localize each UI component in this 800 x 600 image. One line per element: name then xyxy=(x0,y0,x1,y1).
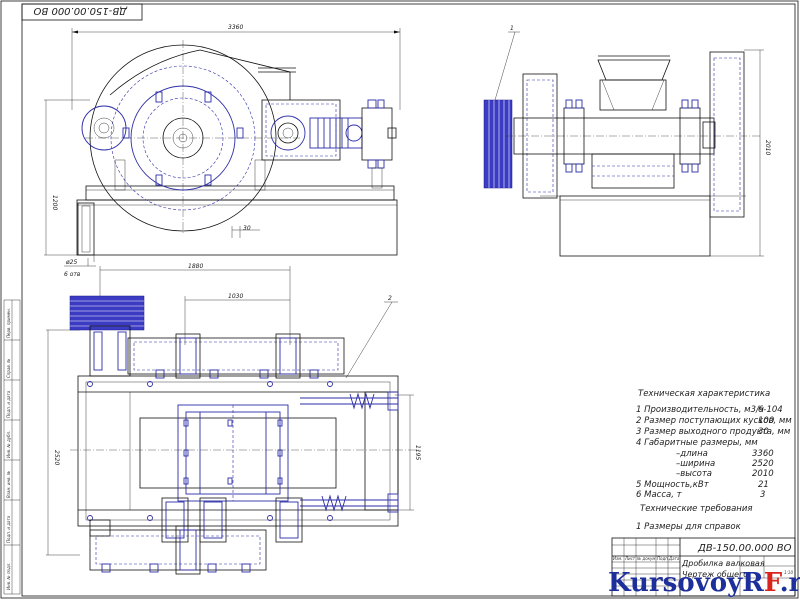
left-strip: Перв. примен. Справ. № Подп. и дата Инв.… xyxy=(3,299,21,595)
title-name-1: Дробилка валковая xyxy=(681,559,765,568)
tb-col: Изм. xyxy=(613,556,622,561)
title-block: Изм. Лист № докум. Подп. Дата ДВ-150.00.… xyxy=(611,537,796,597)
side-view: 3360 1200 xyxy=(44,24,401,278)
spec-row-value: 21 xyxy=(758,480,769,490)
dim-1030: 1030 xyxy=(228,293,243,300)
dim-1200: 1200 xyxy=(51,195,58,210)
spec-row-label: –ширина xyxy=(676,459,715,469)
spec-row-label: –высота xyxy=(676,469,712,479)
dim-holes-count: 6 отв xyxy=(64,271,81,278)
spec-row-value: 3 xyxy=(760,490,765,500)
dim-2010: 2010 xyxy=(764,140,771,155)
drawing-frame xyxy=(21,3,796,597)
watermark: KursovoyRF.ru xyxy=(608,568,800,598)
spec-row-label: 6 Масса, т xyxy=(636,490,683,500)
watermark-part1: KursovoyR xyxy=(608,568,764,598)
callout-2: 2 xyxy=(388,295,392,302)
svg-text:KursovoyRF.ru: KursovoyRF.ru xyxy=(608,568,800,598)
watermark-part3: .ru xyxy=(780,568,800,598)
dim-30: 30 xyxy=(243,225,251,232)
spec-row-value: 2010 xyxy=(752,469,774,479)
watermark-part2: F xyxy=(764,568,783,598)
dim-2520: 2520 xyxy=(53,450,60,465)
strip-label: Инв. № подл. xyxy=(6,562,11,590)
spec-row-value: 100 xyxy=(758,416,774,426)
spec-row-value: 6-104 xyxy=(758,405,783,415)
spec-row-label: –длина xyxy=(676,449,708,459)
spec-row-label: 4 Габаритные размеры, мм xyxy=(636,438,758,448)
plan-view: 1880 1030 2520 1195 2 xyxy=(46,263,421,575)
spec-row-value: 3360 xyxy=(752,449,774,459)
tech-specs: Техническая характеристика 1 Производите… xyxy=(636,389,792,532)
plan-pulley xyxy=(69,295,145,331)
strip-label: Перв. примен. xyxy=(6,308,11,338)
spec-row-label: 1 Производительность, м3/ч xyxy=(636,405,764,415)
front-view: 1 xyxy=(483,25,771,257)
title-block-code: ДВ-150.00.000 ВО xyxy=(697,543,792,554)
strip-label: Справ. № xyxy=(6,359,11,378)
strip-label: Подп. и дата xyxy=(6,515,11,543)
tb-col: Лист xyxy=(624,556,636,561)
spec-row-value: 2520 xyxy=(752,459,774,469)
title-scale: 1:10 xyxy=(784,570,793,575)
title-name-2: Чертеж общего xyxy=(682,570,748,579)
strip-label: Подп. и дата xyxy=(6,390,11,418)
spec-row-label: 2 Размер поступающих кусков, мм xyxy=(636,416,792,426)
spec-row-label: 5 Мощность,кВт xyxy=(636,480,710,490)
tb-col: № докум. xyxy=(636,556,657,561)
dim-1880: 1880 xyxy=(188,263,203,270)
callout-1: 1 xyxy=(510,25,514,32)
top-stamp-code: ДВ-150.00.000 ВО xyxy=(33,5,128,16)
req-title: Технические требования xyxy=(640,504,752,514)
tb-col: Подп. xyxy=(657,556,669,561)
dim-holes: ø25 xyxy=(65,259,77,266)
tb-col: Дата xyxy=(668,556,680,561)
strip-label: Инв. № дубл. xyxy=(6,431,11,458)
dim-1195: 1195 xyxy=(414,445,421,460)
spec-row-label: 3 Размер выходного продукта, мм xyxy=(636,427,791,437)
top-stamp: ДВ-150.00.000 ВО xyxy=(21,3,143,21)
req-1: 1 Размеры для справок xyxy=(636,522,742,532)
strip-label: Взам. инв. № xyxy=(6,471,11,498)
pulley-sheave xyxy=(483,99,513,189)
specs-title: Техническая характеристика xyxy=(638,389,770,399)
spec-row-value: 30 xyxy=(758,427,769,437)
dim-3360: 3360 xyxy=(228,24,243,31)
